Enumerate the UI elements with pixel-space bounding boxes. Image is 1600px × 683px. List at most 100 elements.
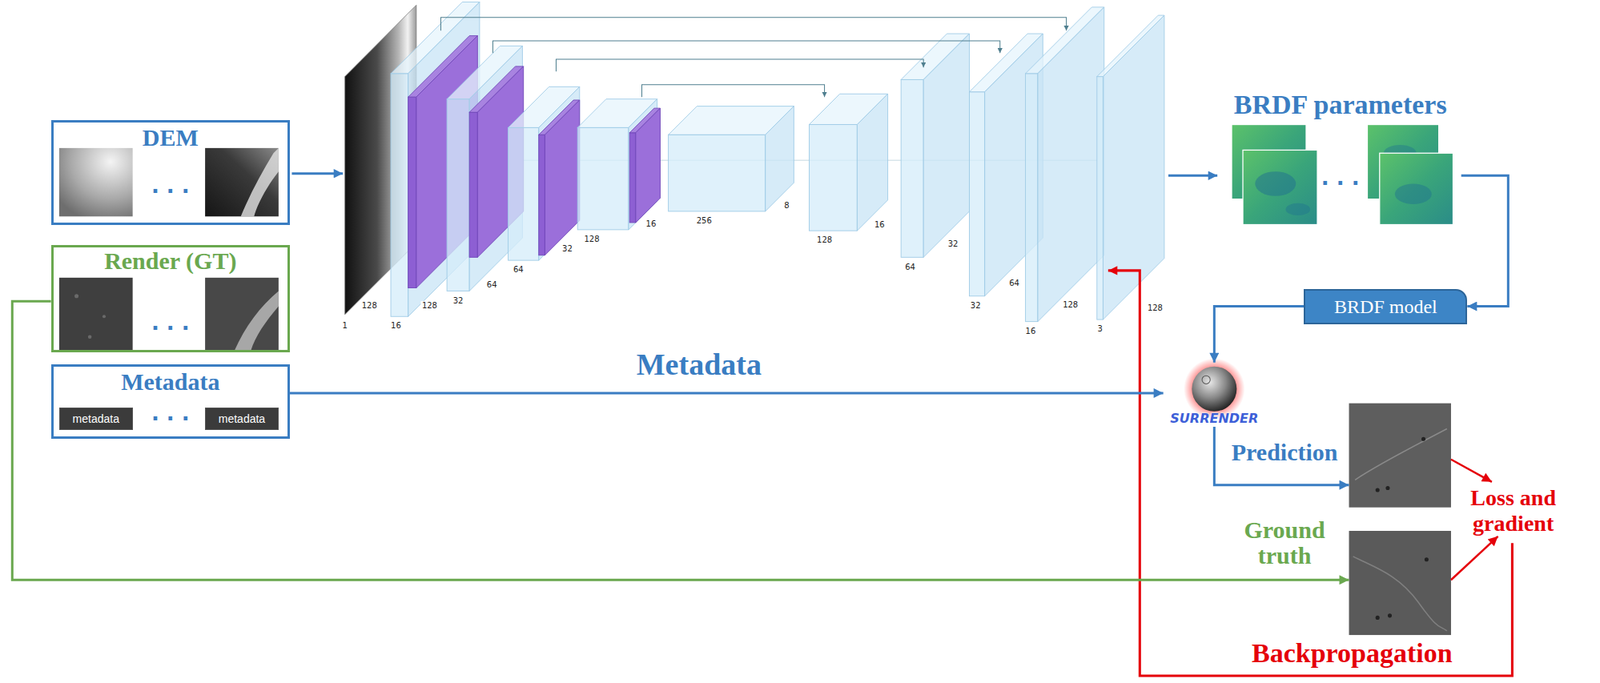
image-feature xyxy=(1385,486,1390,491)
layer-dimension: 16 xyxy=(645,219,658,229)
image-feature xyxy=(1375,615,1380,620)
panel-title: Render (GT) xyxy=(104,247,237,275)
upconv-block xyxy=(808,93,888,231)
render-speckle xyxy=(102,314,106,318)
label-holder: 128 xyxy=(421,297,439,312)
renderer-logo: SURRENDER xyxy=(1163,362,1266,427)
renderer-moon xyxy=(1191,366,1237,412)
upconv-block xyxy=(1025,7,1105,322)
connector-arrow xyxy=(12,301,1349,580)
connector-arrow xyxy=(1451,536,1499,580)
block-front xyxy=(508,127,539,261)
block-front xyxy=(900,79,924,258)
pool-side xyxy=(544,100,579,256)
bottleneck-block xyxy=(668,106,795,212)
connector-arrow xyxy=(1214,426,1349,486)
brdf-map xyxy=(1379,152,1454,225)
ellipsis: · · · xyxy=(1321,172,1360,194)
parameter-group: BRDF parameters· · · xyxy=(1219,89,1462,227)
loss-node: Loss and gradient xyxy=(1457,482,1570,537)
layer-dimension: 16 xyxy=(389,321,403,330)
image-heading: Ground truth xyxy=(1234,517,1335,569)
block-front xyxy=(969,92,985,297)
metadata-tag: metadata xyxy=(205,407,279,431)
label-holder: 16 xyxy=(389,317,403,332)
render-speckle xyxy=(74,293,79,298)
image-feature xyxy=(1375,487,1380,492)
image-feature xyxy=(1353,556,1448,632)
block-side xyxy=(408,2,480,318)
block-front xyxy=(808,124,857,232)
render-speckle xyxy=(88,334,93,339)
connector-arrow xyxy=(1461,175,1509,306)
ellipsis: · · · xyxy=(151,408,190,430)
render-image xyxy=(205,277,279,351)
label-holder: 1 xyxy=(341,317,349,332)
label-holder: 256 xyxy=(695,212,713,227)
layer-dimension: 32 xyxy=(969,301,982,310)
layer-dimension: 128 xyxy=(1061,300,1079,310)
layer-dimension: 64 xyxy=(512,265,525,274)
layer-dimension: 64 xyxy=(904,262,917,272)
image-heading: Prediction xyxy=(1231,438,1339,467)
brdf-texture xyxy=(1286,203,1311,216)
tag-text: metadata xyxy=(72,408,120,430)
label-holder: 64 xyxy=(486,276,499,291)
image-feature xyxy=(1424,557,1429,562)
label-holder: 16 xyxy=(1025,322,1038,338)
renderer-halo xyxy=(1183,358,1245,421)
label-holder: 128 xyxy=(361,297,378,312)
backprop-arrow xyxy=(1108,270,1513,676)
image-feature xyxy=(1387,613,1392,618)
label-holder: 32 xyxy=(969,297,982,312)
ground-truth-image xyxy=(1349,530,1452,636)
label-holder: 128 xyxy=(1146,299,1164,314)
skip-connection xyxy=(440,17,1066,32)
pool-front xyxy=(629,132,636,223)
label-holder: 32 xyxy=(561,240,574,255)
layer-dimension: 16 xyxy=(873,220,886,230)
output-block xyxy=(1097,15,1165,320)
ellipsis: · · · xyxy=(151,317,190,339)
layer-dimension: 128 xyxy=(1146,303,1164,313)
label-holder: 3 xyxy=(1096,320,1103,335)
pool-block xyxy=(629,108,660,223)
dem-image xyxy=(205,148,279,217)
layer-dimension: 8 xyxy=(783,201,790,210)
layer-dimension: 16 xyxy=(1025,326,1038,336)
layer-dimension: 32 xyxy=(452,296,465,306)
input-panel: DEM· · · xyxy=(51,120,290,225)
label-holder: Metadata xyxy=(635,347,764,382)
image-feature xyxy=(1421,437,1426,442)
image-panel: Prediction xyxy=(1349,403,1452,508)
conv-block xyxy=(390,2,480,318)
process-box: BRDF model xyxy=(1303,289,1468,326)
tag-text: metadata xyxy=(218,408,266,430)
block-front xyxy=(1097,76,1104,320)
metadata-tag: metadata xyxy=(59,407,133,431)
block-side xyxy=(538,86,580,261)
label-holder: 64 xyxy=(904,258,917,274)
prediction-image xyxy=(1349,403,1452,508)
label-holder: Backpropagation xyxy=(1250,638,1455,669)
render-image xyxy=(59,277,133,351)
skip-connection xyxy=(492,40,1000,53)
layer-dimension: 64 xyxy=(1008,278,1021,288)
block-side xyxy=(856,93,888,231)
label-holder: 128 xyxy=(1061,296,1079,311)
brdf-texture xyxy=(1394,184,1432,206)
panel-title: Metadata xyxy=(120,368,220,396)
label-holder: 32 xyxy=(947,235,960,250)
image-panel: Ground truth xyxy=(1349,530,1452,636)
input-panel: Metadata · · · metadata metadata xyxy=(51,364,290,439)
layer-dimension: 256 xyxy=(695,216,713,226)
layer-dimension: 32 xyxy=(947,239,960,249)
output-arrow xyxy=(1168,174,1218,177)
image-feature xyxy=(1354,429,1448,481)
connector-arrow xyxy=(1214,306,1304,363)
connector-arrow xyxy=(1451,459,1492,483)
pool-front xyxy=(408,96,417,288)
layer-dimension: 128 xyxy=(816,235,833,245)
box-label: BRDF model xyxy=(1334,290,1438,324)
dem-ridge xyxy=(241,148,279,217)
